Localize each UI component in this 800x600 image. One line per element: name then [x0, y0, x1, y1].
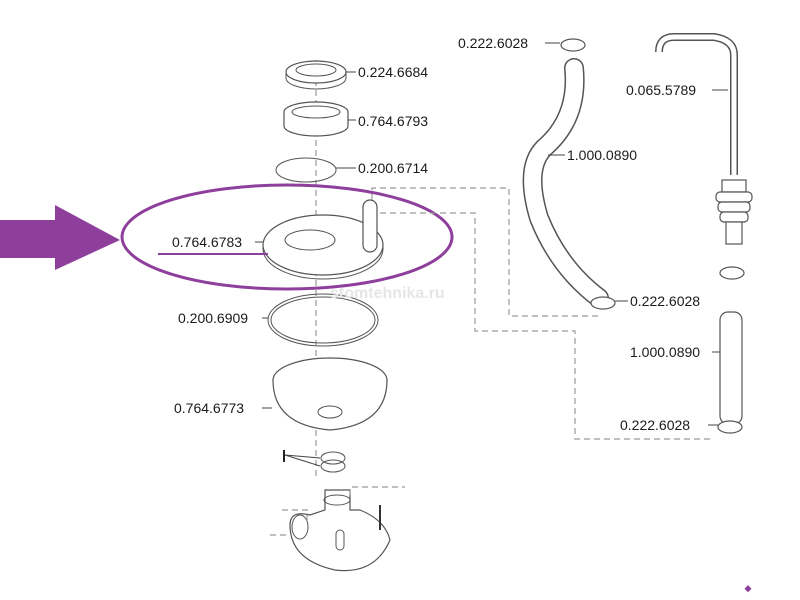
- label-hose-right: 1.000.0890: [630, 344, 700, 360]
- route-line-2: [380, 212, 710, 440]
- label-seal-top: 0.224.6684: [358, 64, 428, 80]
- part-bowl[interactable]: [272, 357, 388, 431]
- part-seal-top[interactable]: [285, 60, 347, 90]
- part-tube-right[interactable]: [656, 34, 737, 175]
- part-o-ring-large[interactable]: [267, 293, 379, 347]
- part-clamp-right[interactable]: [719, 266, 745, 280]
- part-o-ring-small[interactable]: [275, 157, 337, 183]
- watermark: stomtehnika.ru: [330, 285, 445, 302]
- part-clamp-top[interactable]: [560, 38, 586, 52]
- label-bowl: 0.764.6773: [174, 400, 244, 416]
- corner-marker: [744, 585, 752, 593]
- part-base-housing[interactable]: [289, 489, 391, 572]
- part-ring-nut[interactable]: [283, 101, 349, 137]
- label-tube-right: 0.065.5789: [626, 82, 696, 98]
- part-clamp-mid[interactable]: [590, 296, 616, 310]
- label-clamp-top: 0.222.6028: [458, 35, 528, 51]
- label-o-ring-large: 0.200.6909: [178, 310, 248, 326]
- part-clamp-bottom[interactable]: [717, 420, 743, 434]
- part-cover-plate[interactable]: [262, 199, 384, 280]
- label-clamp-bottom: 0.222.6028: [620, 417, 690, 433]
- part-hose-right[interactable]: [719, 311, 743, 425]
- label-clamp-mid: 0.222.6028: [630, 293, 700, 309]
- label-hose-left: 1.000.0890: [567, 147, 637, 163]
- highlight-ellipse: [120, 183, 454, 291]
- arrow-right-icon: [0, 205, 120, 270]
- label-o-ring-small: 0.200.6714: [358, 160, 428, 176]
- label-cover-plate: 0.764.6783: [172, 234, 242, 250]
- label-ring-nut: 0.764.6793: [358, 113, 428, 129]
- part-connector[interactable]: [715, 179, 753, 245]
- part-small-ring[interactable]: [320, 451, 346, 465]
